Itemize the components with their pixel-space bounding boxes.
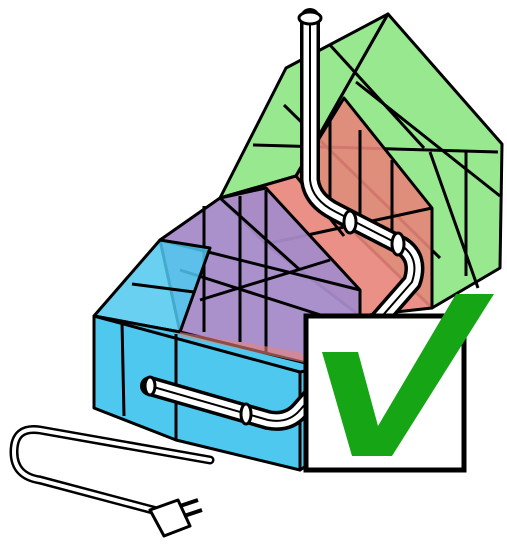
pipe-coupling-1: [342, 209, 358, 235]
power-cord: [9, 424, 215, 519]
power-plug-icon: [148, 498, 203, 538]
checkmark-icon: [322, 294, 494, 456]
pipe-coupling-2: [390, 231, 406, 257]
pipe-coupling-3: [239, 402, 253, 426]
basement-frame-lines: [93, 282, 301, 440]
checkmark-badge: [303, 294, 494, 473]
heat-pipe: [140, 8, 425, 431]
pipe-top-opening: [297, 10, 323, 26]
pipe-end-cap: [143, 375, 157, 397]
basement-glow: [180, 332, 310, 364]
